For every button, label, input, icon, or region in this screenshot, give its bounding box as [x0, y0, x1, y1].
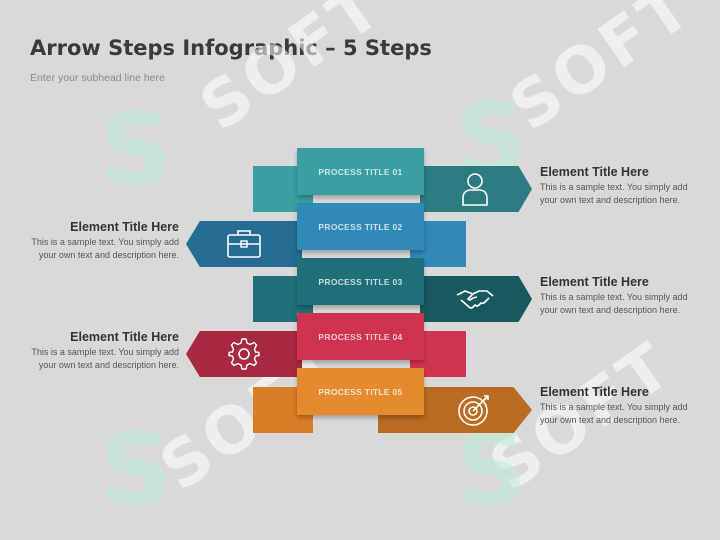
watermark-logo: S: [100, 411, 173, 528]
element-4-title: Element Title Here: [70, 330, 179, 344]
target-icon: [458, 395, 489, 426]
page-subtitle: Enter your subhead line here: [30, 72, 165, 84]
step-3-card: PROCESS TITLE 03: [297, 258, 424, 305]
page-title: Arrow Steps Infographic – 5 Steps: [30, 36, 432, 60]
element-1-text: This is a sample text. You simply add yo…: [540, 182, 688, 205]
step-4-card: PROCESS TITLE 04: [297, 313, 424, 360]
watermark-text: SOFT: [497, 0, 707, 146]
element-2-title: Element Title Here: [70, 220, 179, 234]
person-icon: [462, 173, 488, 206]
watermark-text: SOFT: [187, 0, 397, 146]
element-3-title: Element Title Here: [540, 275, 649, 289]
handshake-icon: [456, 290, 494, 309]
element-2-text: This is a sample text. You simply add yo…: [31, 237, 179, 260]
step-5-card: PROCESS TITLE 05: [297, 368, 424, 415]
element-4-text: This is a sample text. You simply add yo…: [31, 347, 179, 370]
step-2-card: PROCESS TITLE 02: [297, 203, 424, 250]
step-3-arrow: [420, 276, 532, 322]
step-1-card: PROCESS TITLE 01: [297, 148, 424, 195]
watermark-logo: S: [100, 91, 173, 208]
element-5-text: This is a sample text. You simply add yo…: [540, 402, 688, 425]
element-3-text: This is a sample text. You simply add yo…: [540, 292, 688, 315]
gear-icon: [228, 338, 260, 370]
element-1-title: Element Title Here: [540, 165, 649, 179]
element-5-title: Element Title Here: [540, 385, 649, 399]
briefcase-icon: [227, 230, 261, 258]
